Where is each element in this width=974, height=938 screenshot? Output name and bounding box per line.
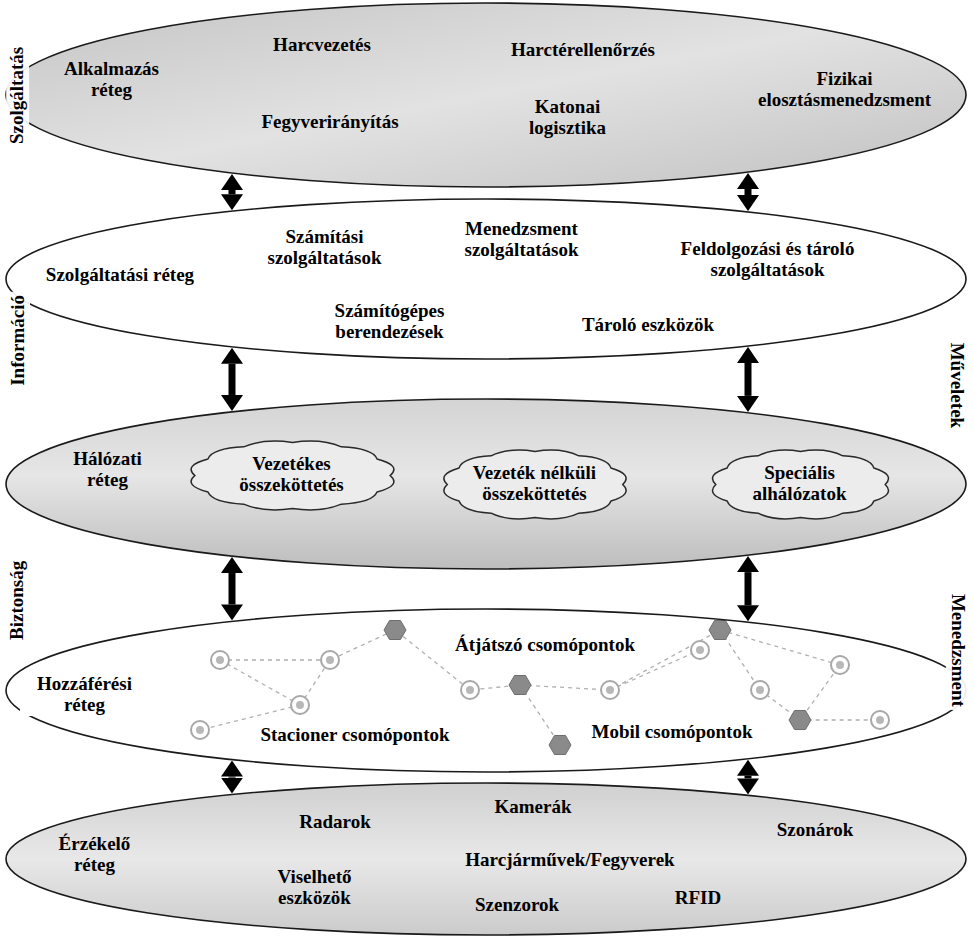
mesh-ring bbox=[461, 681, 479, 699]
mesh-hexagon bbox=[709, 621, 731, 640]
access-ground bbox=[6, 609, 966, 772]
mesh-hexagon bbox=[384, 621, 406, 640]
mesh-ring-core bbox=[196, 726, 204, 734]
double-arrow bbox=[745, 572, 752, 605]
side-label: Műveletek bbox=[946, 339, 969, 430]
layer-border bbox=[6, 3, 966, 187]
layer-item: Fizikai elosztásmenedzsment bbox=[730, 69, 960, 111]
mesh-ring-core bbox=[836, 661, 844, 669]
mesh-ring bbox=[871, 711, 889, 729]
layer-item: Radarok bbox=[299, 812, 372, 833]
double-arrow bbox=[745, 189, 752, 195]
double-arrow bbox=[229, 573, 236, 604]
side-label: Szolgáltatás bbox=[7, 43, 30, 146]
mesh-ring bbox=[321, 651, 339, 669]
layer-border bbox=[6, 199, 966, 359]
mesh-ring bbox=[211, 651, 229, 669]
cloud-border bbox=[191, 441, 394, 510]
layer-item: Harcvezetés bbox=[273, 35, 372, 56]
network-ground bbox=[6, 399, 966, 569]
network-cloud: Vezeték nélküli összeköttetés bbox=[433, 446, 637, 523]
mesh-ring bbox=[751, 681, 769, 699]
mesh-ring bbox=[691, 641, 709, 659]
mesh-ring bbox=[831, 656, 849, 674]
service-ground bbox=[6, 199, 966, 359]
layer-item: Kamerák bbox=[494, 797, 573, 818]
layer-item: Harctérellenőrzés bbox=[511, 40, 656, 61]
mesh-ring-core bbox=[876, 716, 884, 724]
mesh-ring-core bbox=[606, 686, 614, 694]
layer-item: Stacioner csomópontok bbox=[260, 725, 451, 746]
mesh-ring-core bbox=[756, 686, 764, 694]
mesh-hexagon bbox=[789, 711, 811, 730]
cloud-text: Vezeték nélküli összeköttetés bbox=[472, 463, 597, 505]
mesh-ring bbox=[291, 696, 309, 714]
layer-item: Tároló eszközök bbox=[581, 315, 715, 336]
layer-item: Katonai logisztika bbox=[508, 97, 628, 139]
mesh-ring-core bbox=[696, 646, 704, 654]
side-label: Információ bbox=[7, 292, 30, 389]
layer-item: Számítógépes berendezések bbox=[305, 301, 475, 343]
cloud-text: Vezetékes összeköttetés bbox=[222, 454, 362, 496]
layer-border bbox=[6, 783, 966, 935]
double-arrow bbox=[229, 364, 236, 395]
cloud-border bbox=[712, 450, 888, 519]
layer-item: Mobil csomópontok bbox=[591, 722, 753, 743]
layer-item: Feldolgozási és tároló szolgáltatások bbox=[648, 239, 888, 281]
layer-item: Harcjárművek/Fegyverek bbox=[465, 850, 676, 871]
mesh-ring bbox=[191, 721, 209, 739]
mesh-ring-core bbox=[296, 701, 304, 709]
double-arrow bbox=[745, 776, 752, 779]
layer-item: Szenzorok bbox=[474, 895, 560, 916]
layer-item: Szonárok bbox=[776, 820, 854, 841]
layer-item: Számítási szolgáltatások bbox=[245, 227, 405, 269]
mesh-link bbox=[200, 630, 880, 745]
layer-name: Hozzáférési réteg bbox=[20, 674, 150, 716]
application-ground bbox=[6, 3, 966, 187]
cloud-border bbox=[444, 450, 626, 519]
double-arrow bbox=[229, 777, 236, 778]
layer-ellipse: Érzékelő réteg Radarok KamerákSzonárokVise… bbox=[5, 782, 967, 936]
mesh-hexagon bbox=[549, 736, 571, 755]
layer-item: RFID bbox=[674, 888, 722, 909]
layer-ellipse: Vezetékes összeköttetés Vezeték nélküli ö… bbox=[5, 398, 967, 570]
layer-name: Szolgáltatási réteg bbox=[45, 265, 195, 286]
side-label: Menedzsment bbox=[946, 591, 969, 710]
mesh-ring-core-group bbox=[196, 646, 884, 734]
layer-ellipse: Szolgáltatási réteg Számítási szolgáltatá… bbox=[5, 198, 967, 360]
mesh-ring bbox=[601, 681, 619, 699]
layer-item: Viselhető eszközök bbox=[260, 867, 370, 909]
layer-item: Átjátszó csomópontok bbox=[455, 635, 636, 656]
cloud-text: Speciális alhálózatok bbox=[740, 463, 860, 505]
mesh-hexagon bbox=[509, 676, 531, 695]
network-cloud: Vezetékes összeköttetés bbox=[179, 437, 406, 514]
double-arrow bbox=[745, 363, 752, 396]
layer-item: Menedzsment szolgáltatások bbox=[437, 219, 607, 261]
layer-name: Alkalmazás réteg bbox=[47, 59, 177, 101]
side-label: Biztonság bbox=[7, 557, 30, 642]
layer-name: Érzékelő réteg bbox=[40, 834, 150, 876]
mesh-ring-core bbox=[216, 656, 224, 664]
double-arrow bbox=[229, 190, 236, 194]
layer-name: Hálózati réteg bbox=[53, 449, 163, 491]
layer-border bbox=[6, 609, 966, 772]
layer-border bbox=[6, 399, 966, 569]
network-cloud: Speciális alhálózatok bbox=[702, 446, 899, 523]
layer-item: Fegyverirányítás bbox=[261, 112, 400, 133]
mesh-ring-core bbox=[326, 656, 334, 664]
sensor-ground bbox=[6, 783, 966, 935]
layer-ellipse: Hozzáférési réteg Átjátszó csomópontokSta… bbox=[5, 608, 967, 773]
layer-ellipse: Alkalmazás réteg Harcvezetés Harctérellenő… bbox=[5, 2, 967, 188]
mesh-ring-core bbox=[466, 686, 474, 694]
